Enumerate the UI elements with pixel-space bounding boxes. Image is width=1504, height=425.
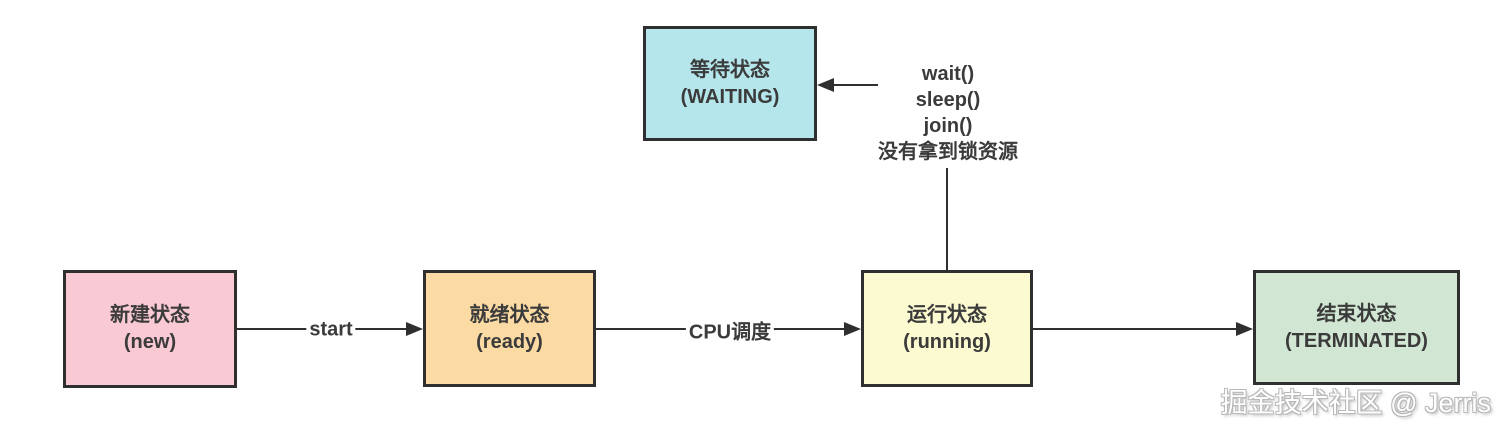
node-new-state: 新建状态 (new)	[63, 270, 237, 388]
annotation-line-sleep: sleep()	[915, 89, 981, 111]
edge-label-start: start	[306, 318, 356, 342]
arrowhead-right-icon	[844, 322, 861, 336]
annotation-line-wait: wait()	[921, 63, 975, 85]
node-ready-state: 就绪状态 (ready)	[423, 270, 596, 387]
node-ready-label-en: (ready)	[476, 330, 543, 353]
node-waiting-state: 等待状态 (WAITING)	[643, 26, 817, 141]
node-running-label-zh: 运行状态	[907, 303, 987, 326]
annotation-line-join: join()	[923, 115, 973, 137]
wait-annotation: wait() sleep() join() 没有拿到锁资源	[878, 61, 1018, 165]
edge-running-to-annotation-line	[946, 168, 948, 271]
edge-annotation-to-waiting-line	[833, 84, 878, 86]
node-new-label-en: (new)	[123, 331, 177, 353]
node-ready-label-zh: 就绪状态	[469, 303, 550, 326]
node-running-label-en: (running)	[903, 330, 991, 353]
node-terminated-label-zh: 结束状态	[1316, 302, 1397, 325]
node-waiting-label-en: (WAITING)	[680, 85, 780, 108]
arrowhead-right-icon	[1236, 322, 1253, 336]
node-new-label-zh: 新建状态	[110, 304, 190, 326]
arrowhead-left-icon	[817, 78, 834, 92]
edge-label-cpu-schedule: CPU调度	[685, 315, 775, 345]
edge-running-to-terminated-line	[1033, 328, 1239, 330]
node-running-state: 运行状态 (running)	[861, 270, 1033, 387]
watermark: 掘金技术社区 @ Jerris	[1220, 388, 1491, 418]
arrowhead-right-icon	[406, 322, 423, 336]
annotation-line-lock: 没有拿到锁资源	[878, 141, 1018, 163]
node-terminated-label-en: (TERMINATED)	[1285, 329, 1428, 352]
node-terminated-state: 结束状态 (TERMINATED)	[1253, 270, 1460, 385]
node-waiting-label-zh: 等待状态	[690, 58, 770, 81]
